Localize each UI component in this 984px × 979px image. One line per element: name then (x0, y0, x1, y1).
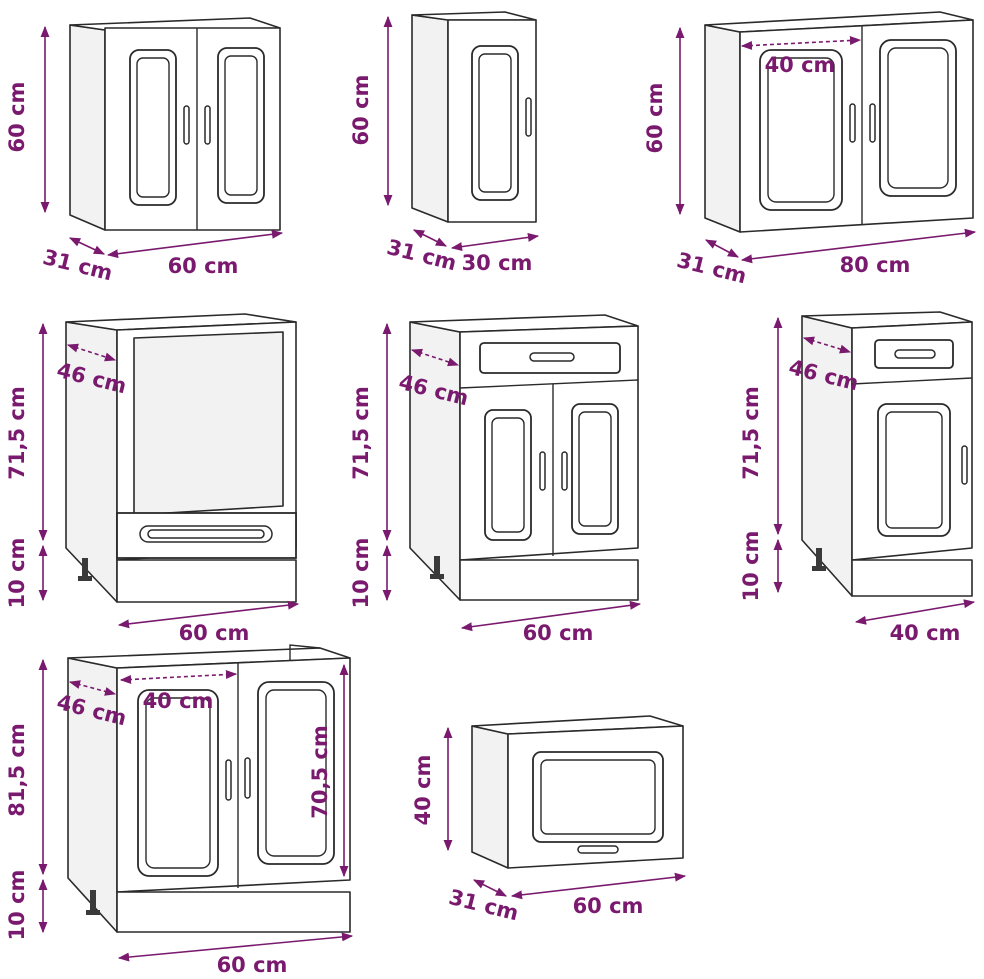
cab5-width-label: 60 cm (523, 621, 594, 645)
base-drawer-cabinet-40: 71,5 cm 10 cm 46 cm 40 cm (739, 311, 976, 645)
wall-cabinet-60-double: 60 cm 31 cm 60 cm (5, 17, 284, 285)
wall-cabinet-30-single: 60 cm 31 cm 30 cm (349, 11, 540, 275)
cab3-door-label: 40 cm (765, 53, 836, 77)
sink-base-cabinet-60: 81,5 cm 10 cm 70,5 cm 46 cm 40 cm 60 cm (5, 644, 354, 977)
cab3-width-label: 80 cm (840, 253, 911, 277)
wall-flap-cabinet-60: 40 cm 31 cm 60 cm (411, 715, 687, 925)
cab8-width-label: 60 cm (573, 894, 644, 918)
cab6-height-label: 71,5 cm (739, 386, 763, 479)
cab7-width-label: 60 cm (217, 953, 288, 977)
cab1-width-label: 60 cm (168, 254, 239, 278)
cab6-plinth-label: 10 cm (739, 531, 763, 602)
cab2-height-label: 60 cm (349, 75, 373, 146)
cab4-plinth-label: 10 cm (5, 538, 29, 609)
cab4-height-label: 71,5 cm (5, 386, 29, 479)
cab5-plinth-label: 10 cm (349, 538, 373, 609)
base-drawer-cabinet-60: 71,5 cm 10 cm 46 cm 60 cm (349, 314, 642, 645)
cab8-depth-label: 31 cm (446, 885, 521, 925)
cab5-height-label: 71,5 cm (349, 386, 373, 479)
cab7-height-label: 81,5 cm (5, 723, 29, 816)
cab1-height-label: 60 cm (5, 82, 29, 153)
cab3-height-label: 60 cm (643, 83, 667, 154)
wall-cabinet-80-double: 40 cm 60 cm 31 cm 80 cm (643, 11, 977, 288)
cab6-width-label: 40 cm (890, 621, 961, 645)
cab1-depth-label: 31 cm (40, 245, 115, 285)
cab7-door-label: 40 cm (143, 689, 214, 713)
cab4-width-label: 60 cm (179, 621, 250, 645)
cab3-depth-label: 31 cm (674, 248, 749, 288)
cab7-inner-height-label: 70,5 cm (308, 725, 332, 818)
cab2-width-label: 30 cm (462, 251, 533, 275)
cab7-plinth-label: 10 cm (5, 870, 29, 941)
cab8-height-label: 40 cm (411, 755, 435, 826)
base-oven-cabinet-60: 71,5 cm 10 cm 46 cm 60 cm (5, 313, 300, 645)
cab2-depth-label: 31 cm (384, 235, 459, 275)
